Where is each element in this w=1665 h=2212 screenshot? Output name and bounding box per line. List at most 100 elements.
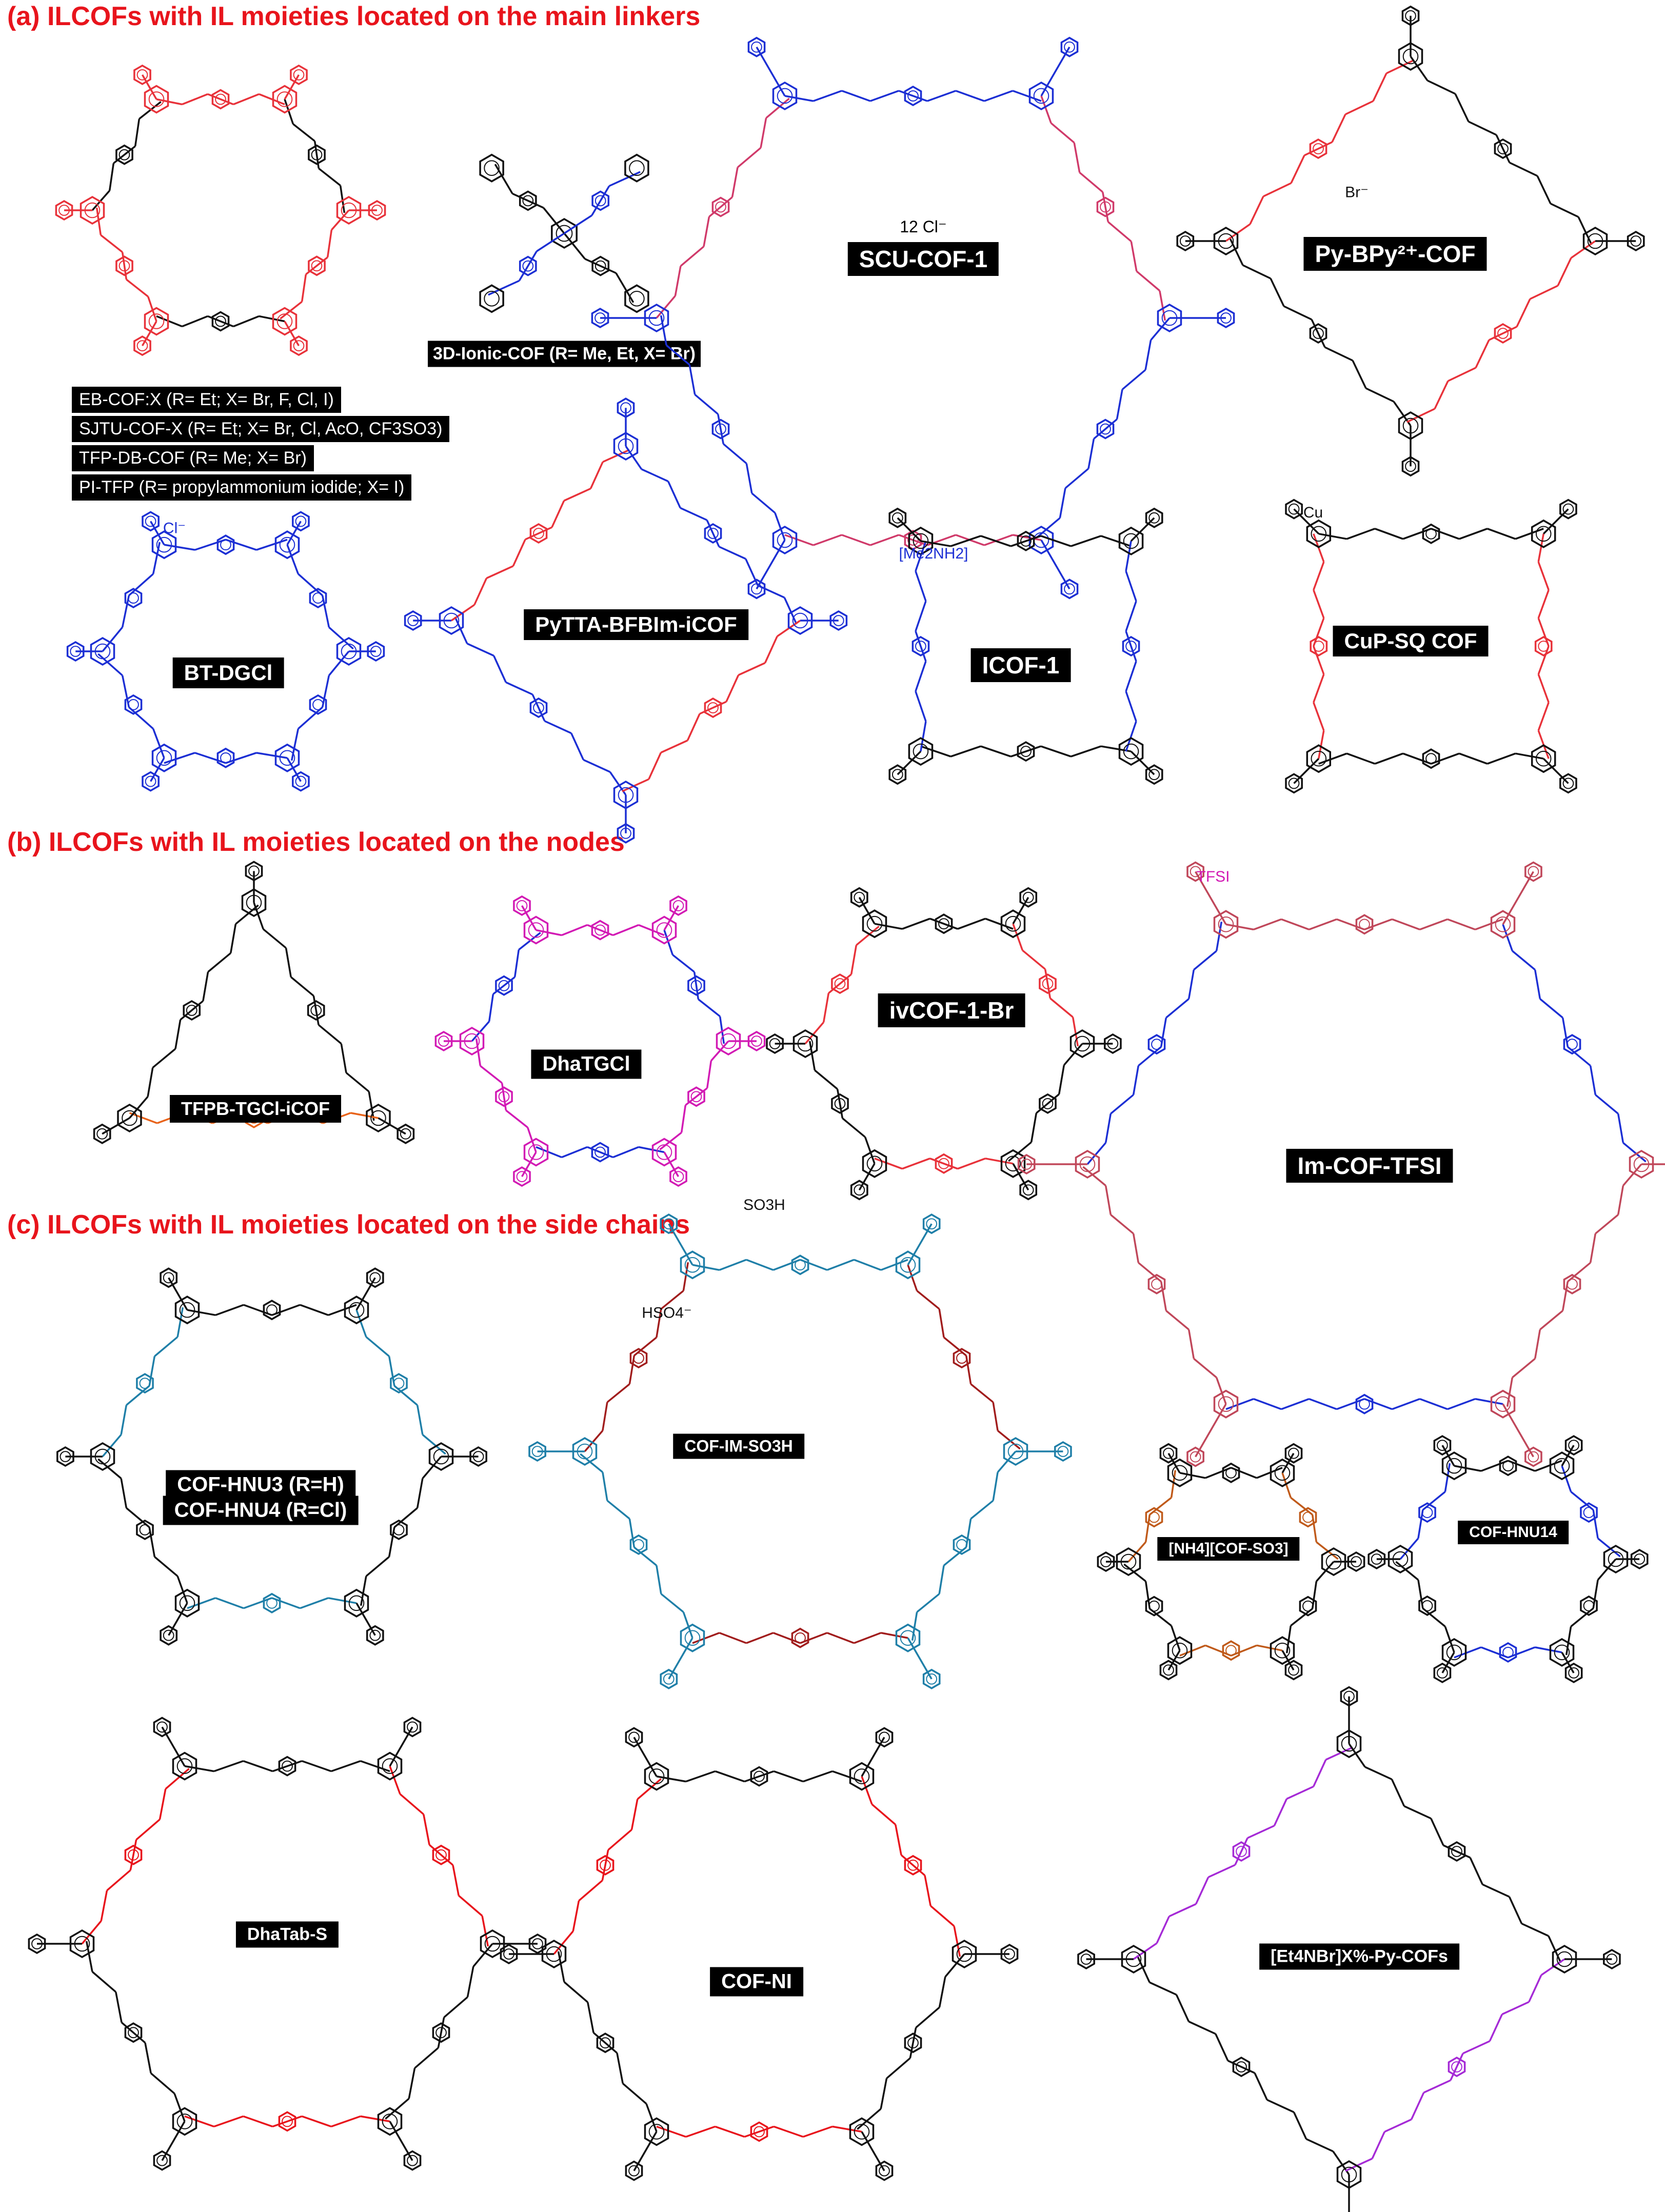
aromatic-circle xyxy=(1080,1954,1092,1965)
bond xyxy=(1422,1607,1446,1627)
bond xyxy=(745,463,753,494)
bond xyxy=(680,1105,687,1133)
aromatic-circle xyxy=(777,88,793,104)
legend-item-tfp-db-cof: TFP-DB-COF (R= Me; X= Br) xyxy=(72,445,314,471)
bond xyxy=(1459,752,1488,765)
bond xyxy=(812,534,842,546)
bond xyxy=(428,1844,454,1866)
terminal-ring xyxy=(888,764,907,785)
bond xyxy=(285,948,292,978)
bond xyxy=(1550,203,1579,218)
bond xyxy=(102,626,124,652)
bond xyxy=(760,117,767,148)
bond xyxy=(544,720,572,734)
bond xyxy=(1010,745,1041,758)
linker-ring xyxy=(1145,1507,1163,1528)
node-ring xyxy=(1116,1547,1141,1577)
terminal-ring xyxy=(766,1033,784,1054)
bond xyxy=(328,626,354,650)
aromatic-circle xyxy=(956,1539,967,1550)
aromatic-circle xyxy=(215,93,226,105)
bond xyxy=(1374,528,1403,540)
bond xyxy=(1537,533,1544,562)
bond xyxy=(298,706,323,730)
terminal-ring xyxy=(1559,773,1577,794)
linker-ring xyxy=(1096,419,1115,440)
bond xyxy=(1125,541,1132,571)
bond xyxy=(856,925,880,946)
bond xyxy=(1537,674,1550,703)
bond xyxy=(656,295,676,319)
aromatic-circle xyxy=(907,2037,919,2049)
linker-ring xyxy=(1422,748,1440,769)
bond xyxy=(480,1065,503,1084)
node-ring xyxy=(344,1588,369,1618)
bond xyxy=(561,1146,588,1159)
bond xyxy=(1266,2099,1295,2113)
node-ring xyxy=(377,2107,403,2136)
bond xyxy=(1313,617,1325,647)
bond xyxy=(907,1264,918,1291)
bond xyxy=(328,1597,357,1604)
bond xyxy=(1417,1509,1424,1539)
aromatic-circle xyxy=(834,978,846,989)
bond xyxy=(1293,758,1320,784)
node-ring xyxy=(1167,1636,1193,1665)
aromatic-circle xyxy=(1567,1278,1578,1290)
bond xyxy=(1410,55,1429,82)
terminal-ring xyxy=(290,335,308,356)
linker-ring xyxy=(791,1254,809,1276)
aromatic-circle xyxy=(371,205,383,216)
node-ring xyxy=(1028,81,1054,111)
bond xyxy=(938,1565,945,1595)
aromatic-circle xyxy=(312,592,324,604)
aromatic-circle xyxy=(1606,1954,1618,1965)
node-ring xyxy=(849,1762,875,1791)
aromatic-circle xyxy=(1554,1458,1570,1474)
bond xyxy=(997,1450,1017,1473)
aromatic-circle xyxy=(600,2037,611,2049)
aromatic-circle xyxy=(769,1038,781,1049)
linker-ring xyxy=(591,255,610,276)
aromatic-circle xyxy=(1100,201,1111,213)
nh4-cof-so3-structure xyxy=(1077,1441,1385,1682)
bond xyxy=(213,2115,244,2128)
bond xyxy=(81,1920,102,1945)
bond xyxy=(757,584,785,599)
bond xyxy=(225,539,257,551)
bond xyxy=(120,1405,128,1435)
bond xyxy=(1059,488,1066,519)
bond xyxy=(300,1304,329,1316)
aromatic-circle xyxy=(1225,1645,1237,1657)
bond xyxy=(1063,1043,1083,1066)
bond xyxy=(126,1385,150,1406)
aromatic-circle xyxy=(522,195,534,207)
bond xyxy=(1392,1398,1420,1410)
terminal-ring xyxy=(1524,1446,1542,1467)
bond xyxy=(970,1500,994,1520)
aromatic-circle xyxy=(656,1144,672,1160)
bond xyxy=(744,1770,775,1783)
terminal-ring xyxy=(1564,1435,1583,1456)
bond xyxy=(1336,918,1365,930)
bond xyxy=(286,757,302,782)
bond xyxy=(286,521,302,546)
bond xyxy=(1495,134,1511,163)
bond xyxy=(176,1576,188,1604)
scu-counterion: 12 Cl⁻ xyxy=(900,217,947,236)
node-ring xyxy=(344,1296,369,1325)
bond xyxy=(121,2022,146,2044)
terminal-ring xyxy=(366,1625,384,1646)
aromatic-circle xyxy=(128,2027,139,2039)
bond xyxy=(1170,1470,1177,1498)
bond xyxy=(340,1043,347,1073)
node-ring xyxy=(1075,1149,1100,1179)
bond xyxy=(233,315,260,328)
bond xyxy=(1215,922,1223,951)
bond xyxy=(563,488,591,502)
bond xyxy=(870,534,899,546)
bond xyxy=(422,1456,442,1479)
bond xyxy=(723,443,747,465)
linker-ring xyxy=(1145,1596,1163,1617)
bond xyxy=(135,1819,161,1841)
